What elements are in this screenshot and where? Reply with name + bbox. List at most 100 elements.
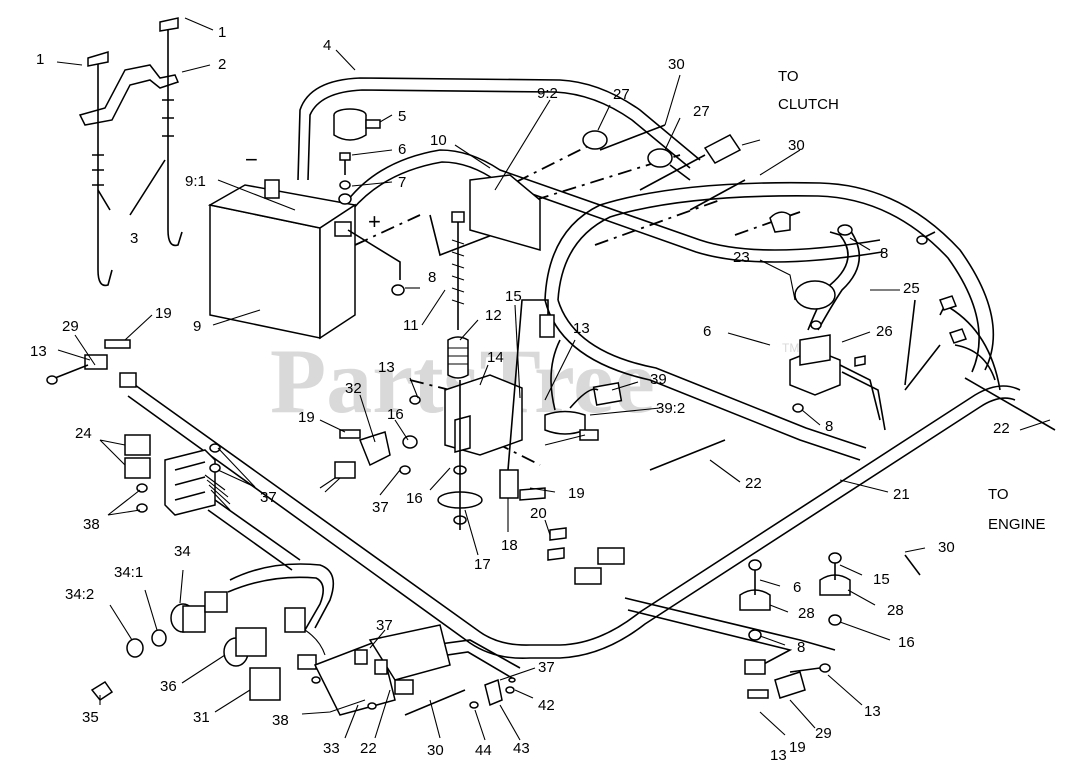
callout-label: 37 (538, 659, 555, 676)
battery-fasteners (338, 152, 405, 296)
callout-label: 25 (903, 280, 920, 297)
callout-label: 18 (501, 537, 518, 554)
left-interlock-switch (46, 339, 137, 388)
callout-label: 15 (505, 288, 522, 305)
leader-lines (56, 17, 1051, 741)
callout-label: 43 (513, 740, 530, 757)
callout-label: 10 (430, 132, 447, 149)
callout-label: 5 (398, 108, 406, 125)
callout-label: 13 (573, 320, 590, 337)
callout-label: 23 (733, 249, 750, 266)
callout-label: 34:2 (65, 586, 94, 603)
callout-label: 8 (428, 269, 436, 286)
callout-label: 34 (174, 543, 191, 560)
destination-labels: TO CLUTCH TO ENGINE (778, 68, 1046, 533)
seat-switch-bracket (437, 374, 523, 530)
seat-switch (499, 299, 555, 499)
lower-module-33 (311, 624, 451, 716)
callout-label: 13 (864, 703, 881, 720)
callout-label: 42 (538, 697, 555, 714)
solenoid-part (333, 108, 381, 141)
callout-label: 4 (323, 37, 331, 54)
callout-label: 13 (378, 359, 395, 376)
callout-label: 12 (485, 307, 502, 324)
starter-solenoid (769, 211, 886, 431)
callout-label: 28 (798, 605, 815, 622)
callout-label: 36 (160, 678, 177, 695)
callout-label: 3 (130, 230, 138, 247)
callout-label: 19 (155, 305, 172, 322)
callout-label: 32 (345, 380, 362, 397)
callout-label: 29 (62, 318, 79, 335)
to-clutch-label-line2: CLUTCH (778, 96, 839, 113)
callout-label: 1 (218, 24, 226, 41)
callout-label: 19 (298, 409, 315, 426)
callout-label: 39 (650, 371, 667, 388)
callout-label: 14 (487, 349, 504, 366)
callout-label: 27 (613, 86, 630, 103)
callout-label: 13 (30, 343, 47, 360)
dash-switches (223, 607, 326, 701)
callout-label: 37 (260, 489, 277, 506)
callout-label: 30 (668, 56, 685, 73)
switch-bracket-32 (319, 395, 421, 493)
rear-interlock-switch (744, 659, 831, 699)
callout-label: 30 (427, 742, 444, 759)
callout-label: 22 (745, 475, 762, 492)
ignition-switch (90, 591, 228, 702)
callout-label: 16 (387, 406, 404, 423)
callout-label: 13 (770, 747, 787, 764)
callout-label: 24 (75, 425, 92, 442)
callout-label: 38 (83, 516, 100, 533)
callout-label: 19 (789, 739, 806, 756)
battery: − + (207, 147, 381, 340)
clutch-connector (582, 124, 742, 191)
callout-label: 31 (193, 709, 210, 726)
relay-cluster (124, 434, 231, 516)
callout-label: 22 (360, 740, 377, 757)
callout-label: 6 (398, 141, 406, 158)
to-engine-label-line1: TO (988, 486, 1009, 503)
callout-label: 39:2 (656, 400, 685, 417)
callout-label: 17 (474, 556, 491, 573)
callout-label: 6 (793, 579, 801, 596)
callout-label: 34:1 (114, 564, 143, 581)
watermark-trademark: TM (782, 341, 799, 355)
callout-label: 8 (797, 639, 805, 656)
callout-label: 11 (403, 317, 419, 334)
callout-label: 1 (36, 51, 44, 68)
callout-label: 44 (475, 742, 492, 759)
harness-clamps (739, 552, 851, 641)
callout-label: 30 (788, 137, 805, 154)
callout-label: 26 (876, 323, 893, 340)
callout-label: 16 (898, 634, 915, 651)
positive-terminal-symbol: + (368, 209, 381, 234)
cable-ties (404, 179, 921, 716)
callout-label: 28 (887, 602, 904, 619)
callout-label: 19 (568, 485, 585, 502)
callout-label: 22 (993, 420, 1010, 437)
callout-label: 9 (193, 318, 201, 335)
callout-label: 8 (825, 418, 833, 435)
callout-label: 16 (406, 490, 423, 507)
callout-label: 2 (218, 56, 226, 73)
callout-label: 15 (873, 571, 890, 588)
callout-label: 29 (815, 725, 832, 742)
callout-label: 21 (893, 486, 910, 503)
callout-labels: 1 1 2 3 4 5 6 7 9:1 9:2 10 27 27 30 30 9… (30, 24, 1010, 764)
connectors-20 (519, 487, 625, 585)
callout-label: 30 (938, 539, 955, 556)
engine-wires (904, 231, 1056, 431)
callout-label: 37 (372, 499, 389, 516)
callout-label: 6 (703, 323, 711, 340)
to-clutch-label-line1: TO (778, 68, 799, 85)
callout-label: 33 (323, 740, 340, 757)
callout-label: 9:2 (537, 85, 558, 102)
callout-label: 38 (272, 712, 289, 729)
negative-terminal-symbol: − (245, 147, 258, 172)
bolt-and-spring (447, 211, 469, 379)
callout-label: 27 (693, 103, 710, 120)
upper-harness-loop (297, 77, 995, 461)
callout-label: 8 (880, 245, 888, 262)
